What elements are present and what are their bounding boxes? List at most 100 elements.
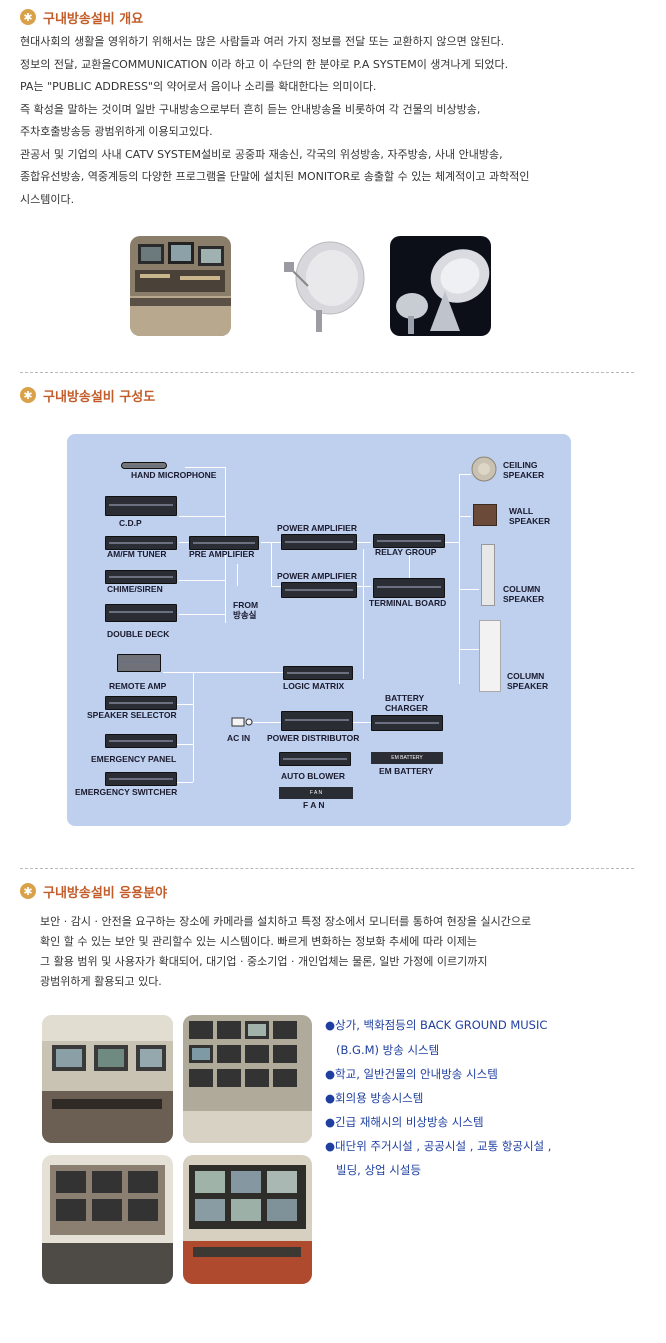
section-title: 구내방송설비 구성도 — [43, 389, 156, 405]
star-circle-icon: ✱ — [20, 883, 36, 899]
paragraph-line: 확인 할 수 있는 보안 및 관리할수 있는 시스템이다. 빠르게 변화하는 정… — [40, 935, 478, 948]
wire — [459, 649, 479, 650]
label-remote-amp: REMOTE AMP — [109, 681, 167, 691]
label-power-amplifier-2: POWER AMPLIFIER — [277, 571, 357, 581]
label-double-deck: DOUBLE DECK — [107, 629, 170, 639]
label-relay-group: RELAY GROUP — [375, 547, 437, 557]
double-deck-device-icon — [105, 604, 177, 622]
label-battery-charger-1: BATTERY — [385, 693, 425, 703]
wire — [357, 586, 371, 587]
wire — [459, 589, 479, 590]
application-item: ●대단위 주거시설 , 공공시설 , 교통 항공시설 , — [325, 1139, 552, 1153]
label-amfm-tuner: AM/FM TUNER — [107, 549, 167, 559]
relay-group-device-icon — [373, 534, 445, 548]
application-item: ●학교, 일반건물의 안내방송 시스템 — [325, 1067, 498, 1081]
wire — [357, 542, 371, 543]
wire — [363, 549, 364, 679]
label-emergency-switcher: EMERGENCY SWITCHER — [75, 787, 178, 797]
satellite-antenna-night-photo — [390, 236, 491, 336]
wire — [459, 516, 471, 517]
wire — [271, 542, 272, 586]
application-item: ●회의용 방송시스템 — [325, 1091, 424, 1105]
power-amplifier-device-icon — [281, 582, 357, 598]
wire — [177, 744, 193, 745]
section-overview-heading: ✱ 구내방송설비 개요 — [20, 6, 143, 28]
fan-device-icon: F A N — [279, 787, 353, 799]
wire — [271, 542, 283, 543]
wall-speaker-icon — [473, 504, 497, 526]
label-column-speaker-a2: SPEAKER — [503, 594, 545, 604]
section-diagram-heading: ✱ 구내방송설비 구성도 — [20, 384, 155, 406]
speaker-selector-device-icon — [105, 696, 177, 710]
paragraph-line: PA는 "PUBLIC ADDRESS"의 약어로서 음이나 소리를 확대한다는… — [20, 80, 377, 93]
label-power-distributor: POWER DISTRIBUTOR — [267, 733, 360, 743]
label-auto-blower: AUTO BLOWER — [281, 771, 346, 781]
logic-matrix-device-icon — [283, 666, 353, 680]
tuner-device-icon — [105, 536, 177, 550]
wire — [185, 467, 225, 468]
console-photo — [183, 1155, 312, 1284]
label-column-speaker-b2: SPEAKER — [507, 681, 549, 691]
wire — [179, 580, 225, 581]
remote-amp-device-icon — [117, 654, 161, 672]
application-paragraph: 보안 · 감시 · 안전을 요구하는 장소에 카메라를 설치하고 특정 장소에서… — [40, 912, 650, 992]
application-item: ●긴급 재해시의 비상방송 시스템 — [325, 1115, 484, 1129]
star-circle-icon: ✱ — [20, 387, 36, 403]
paragraph-line: 보안 · 감시 · 안전을 요구하는 장소에 카메라를 설치하고 특정 장소에서… — [40, 915, 532, 928]
broadcast-room-photo — [130, 236, 231, 336]
paragraph-line: 주차호출방송등 광범위하게 이용되고있다. — [20, 125, 213, 138]
cdp-device-icon — [105, 496, 177, 516]
label-pre-amplifier: PRE AMPLIFIER — [189, 549, 255, 559]
section-title: 구내방송설비 개요 — [43, 11, 144, 27]
section-application-heading: ✱ 구내방송설비 응용분야 — [20, 880, 167, 902]
label-column-speaker-a1: COLUMN — [503, 584, 541, 594]
ceiling-speaker-icon — [471, 456, 497, 482]
label-hand-microphone: HAND MICROPHONE — [131, 470, 217, 480]
pre-amplifier-device-icon — [189, 536, 259, 550]
star-circle-icon: ✱ — [20, 9, 36, 25]
power-amplifier-device-icon — [281, 534, 357, 550]
wire — [351, 722, 371, 723]
wire — [237, 564, 238, 586]
label-power-amplifier-1: POWER AMPLIFIER — [277, 523, 357, 533]
power-distributor-device-icon — [281, 711, 353, 731]
emergency-panel-device-icon — [105, 734, 177, 748]
label-fan: F A N — [303, 800, 325, 810]
label-ac-in: AC IN — [227, 733, 251, 743]
auto-blower-device-icon — [279, 752, 351, 766]
section-divider — [20, 372, 634, 373]
emergency-switcher-device-icon — [105, 772, 177, 786]
paragraph-line: 즉 확성을 말하는 것이며 일반 구내방송으로부터 흔히 듣는 안내방송을 비롯… — [20, 102, 481, 116]
application-item: 빌딩, 상업 시설등 — [336, 1163, 422, 1177]
label-wall-speaker-1: WALL — [509, 506, 534, 516]
application-item: ●상가, 백화점등의 BACK GROUND MUSIC — [325, 1018, 548, 1032]
application-item: (B.G.M) 방송 시스템 — [336, 1043, 440, 1057]
paragraph-line: 정보의 전달, 교환을COMMUNICATION 이라 하고 이 수단의 한 분… — [20, 57, 509, 71]
satellite-dish-photo — [272, 236, 372, 336]
label-from-room: 방송실 — [233, 610, 257, 620]
label-battery-charger-2: CHARGER — [385, 703, 428, 713]
paragraph-line: 관공서 및 기업의 사내 CATV SYSTEM설비로 공중파 재송신, 각국의… — [20, 147, 503, 161]
wire — [253, 722, 281, 723]
wire — [409, 549, 410, 589]
paragraph-line: 그 활용 범위 및 사용자가 확대되어, 대기업 · 중소기업 · 개인업체는 … — [40, 955, 488, 968]
em-battery-device-icon: EM BATTERY — [371, 752, 443, 764]
wire — [261, 542, 273, 543]
wire — [163, 672, 283, 673]
chime-siren-device-icon — [105, 570, 177, 584]
system-diagram: HAND MICROPHONE C.D.P AM/FM TUNER PRE AM… — [67, 434, 571, 826]
wire — [177, 704, 193, 705]
terminal-board-device-icon — [373, 578, 445, 598]
wire — [193, 672, 194, 782]
label-cdp: C.D.P — [119, 518, 142, 528]
label-wall-speaker-2: SPEAKER — [509, 516, 551, 526]
section-title: 구내방송설비 응용분야 — [43, 885, 168, 901]
paragraph-line: 현대사회의 생활을 영위하기 위해서는 많은 사람들과 여러 가지 정보를 전달… — [20, 35, 505, 48]
label-ceiling-speaker-1: CEILING — [503, 460, 538, 470]
monitor-wall-photo — [183, 1015, 312, 1143]
control-desk-photo — [42, 1155, 173, 1284]
label-chime-siren: CHIME/SIREN — [107, 584, 163, 594]
wire — [177, 782, 193, 783]
label-emergency-panel: EMERGENCY PANEL — [91, 754, 177, 764]
wire — [445, 542, 459, 543]
